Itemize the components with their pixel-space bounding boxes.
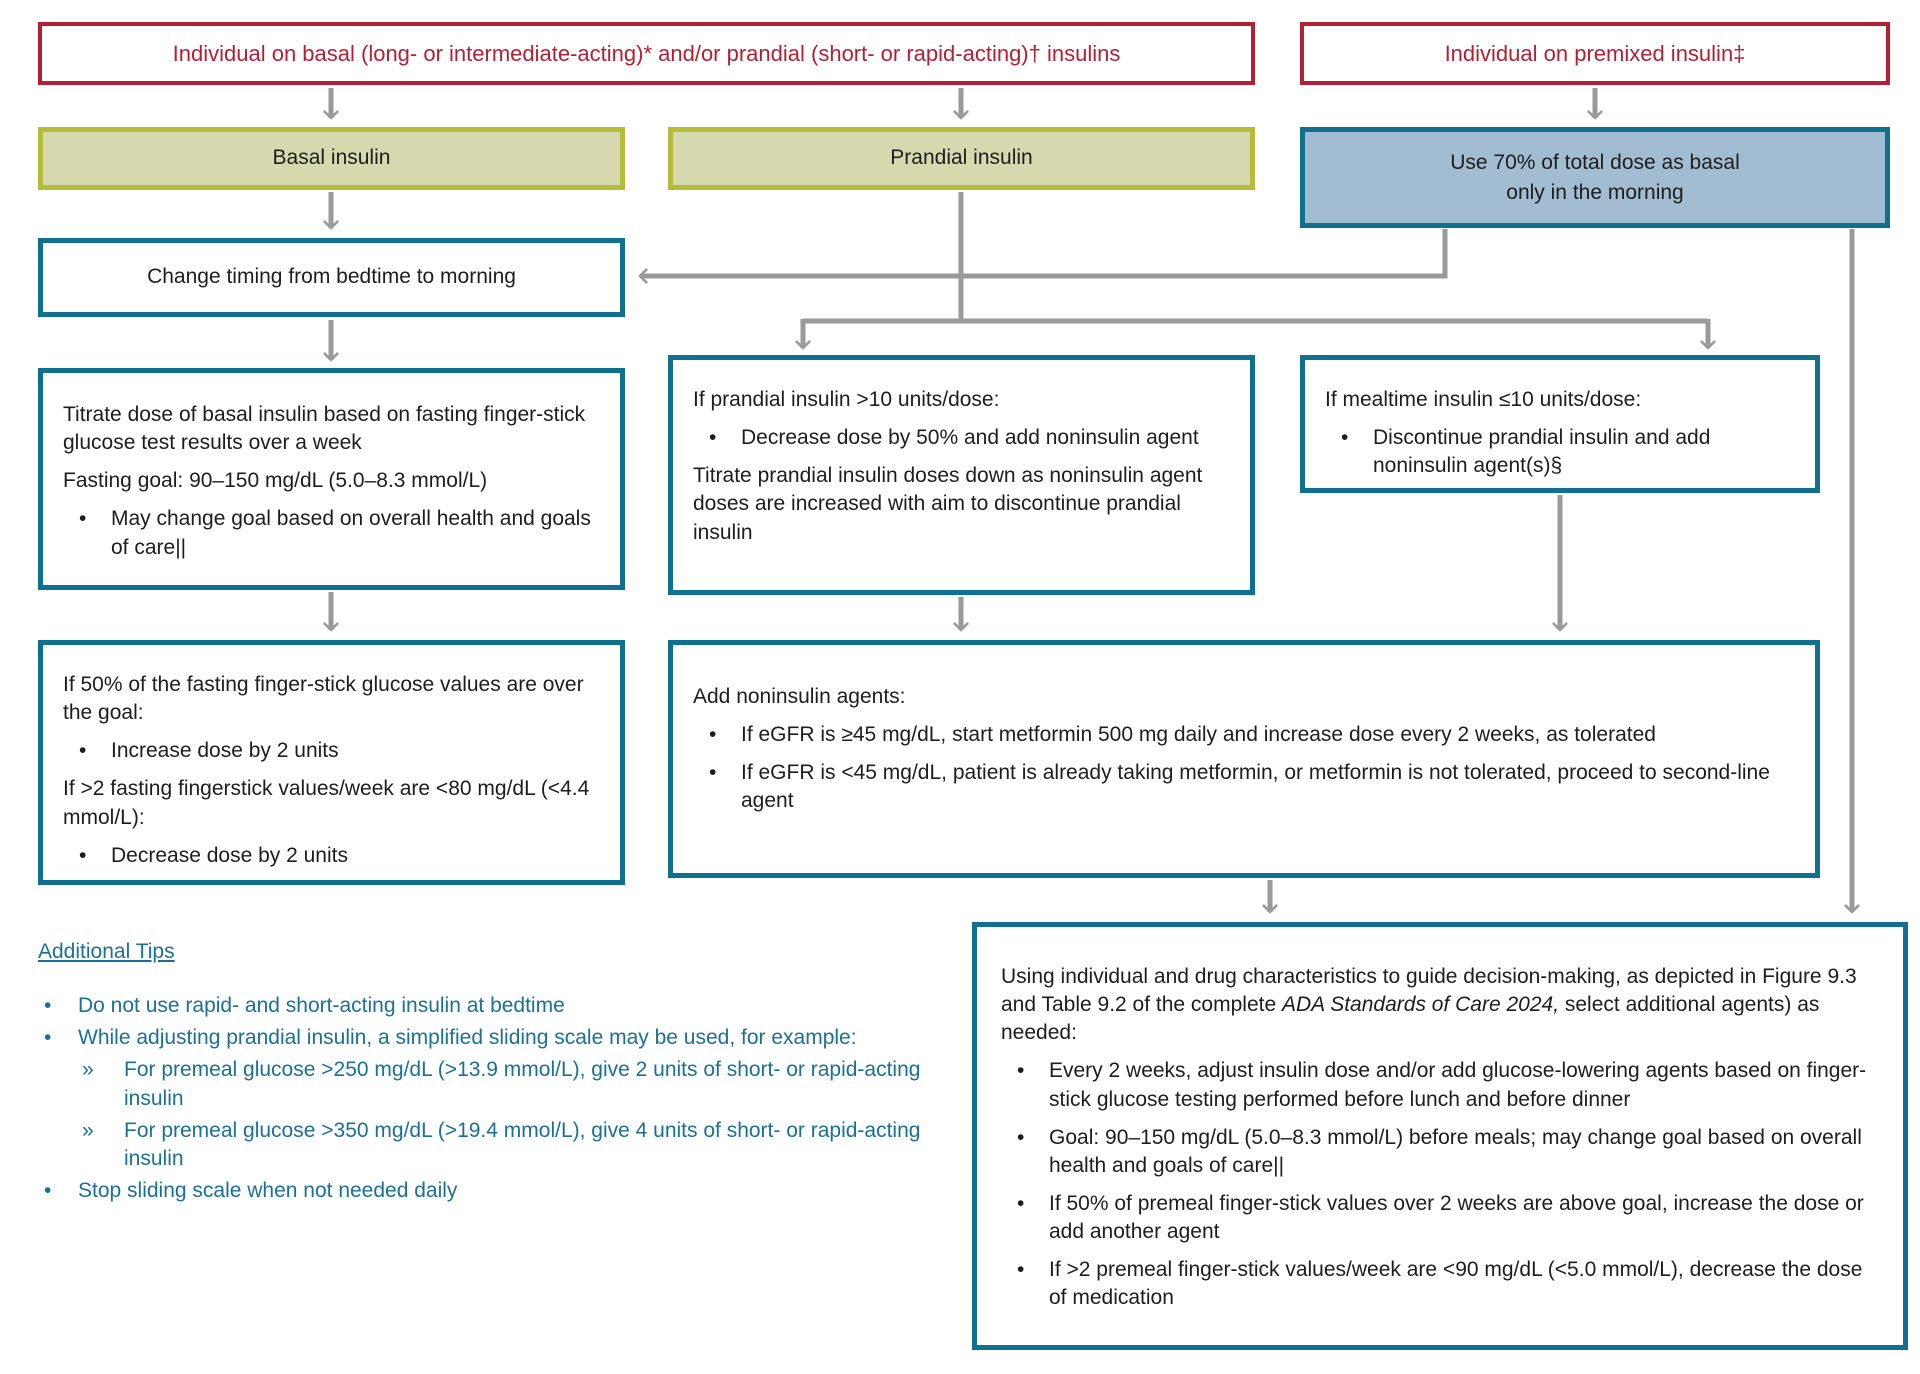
if50-bullet-2: Decrease dose by 2 units xyxy=(63,842,598,870)
additional-tips-heading: Additional Tips xyxy=(38,940,175,963)
basal-insulin-label: Basal insulin xyxy=(272,146,391,170)
mealtime10-p1: If mealtime insulin ≤10 units/dose: xyxy=(1325,388,1642,411)
prandial10-bullet-1: Decrease dose by 50% and add noninsulin … xyxy=(693,424,1228,452)
if50-p2: If >2 fasting fingerstick values/week ar… xyxy=(63,777,590,829)
noninsulin-p1: Add noninsulin agents: xyxy=(693,685,906,708)
header-basal-prandial-label: Individual on basal (long- or intermedia… xyxy=(172,40,1121,66)
use70-basal-box: Use 70% of total dose as basal only in t… xyxy=(1300,127,1890,228)
tips-bullet-2: While adjusting prandial insulin, a simp… xyxy=(38,1024,938,1052)
additional-tips-section: Additional Tips Do not use rapid- and sh… xyxy=(38,938,938,1209)
prandial10-p2: Titrate prandial insulin doses down as n… xyxy=(693,464,1203,544)
if50-bullet-1: Increase dose by 2 units xyxy=(63,737,598,765)
decision-intro-part1: Using individual and drug characteristic… xyxy=(1001,965,1857,1017)
if50-fasting-box: If 50% of the fasting finger-stick gluco… xyxy=(38,640,625,885)
prandial-gt10-box: If prandial insulin >10 units/dose: Decr… xyxy=(668,355,1255,595)
tips-bullet-3: Stop sliding scale when not needed daily xyxy=(38,1177,938,1205)
tips-sub-bullet-2: For premeal glucose >350 mg/dL (>19.4 mm… xyxy=(78,1117,938,1173)
decision-intro: Using individual and drug characteristic… xyxy=(1001,963,1873,1047)
prandial-insulin-box: Prandial insulin xyxy=(668,127,1255,190)
change-timing-label: Change timing from bedtime to morning xyxy=(147,265,516,289)
noninsulin-bullet-1: If eGFR is ≥45 mg/dL, start metformin 50… xyxy=(693,721,1793,749)
decision-intro-part2: select additional agents) as needed: xyxy=(1001,993,1820,1045)
decision-making-box: Using individual and drug characteristic… xyxy=(972,922,1908,1350)
basal-insulin-box: Basal insulin xyxy=(38,127,625,190)
header-basal-prandial-box: Individual on basal (long- or intermedia… xyxy=(38,22,1255,85)
if50-p1: If 50% of the fasting finger-stick gluco… xyxy=(63,673,584,725)
decision-bullet-1: Every 2 weeks, adjust insulin dose and/o… xyxy=(1001,1057,1873,1113)
decision-bullet-4: If >2 premeal finger-stick values/week a… xyxy=(1001,1256,1873,1312)
noninsulin-bullet-2: If eGFR is <45 mg/dL, patient is already… xyxy=(693,759,1793,815)
tips-sub-bullet-1: For premeal glucose >250 mg/dL (>13.9 mm… xyxy=(78,1056,938,1112)
change-timing-box: Change timing from bedtime to morning xyxy=(38,238,625,317)
decision-bullet-2: Goal: 90–150 mg/dL (5.0–8.3 mmol/L) befo… xyxy=(1001,1124,1873,1180)
prandial10-p1: If prandial insulin >10 units/dose: xyxy=(693,388,1000,411)
titrate-p1: Titrate dose of basal insulin based on f… xyxy=(63,403,586,455)
add-noninsulin-box: Add noninsulin agents: If eGFR is ≥45 mg… xyxy=(668,640,1820,878)
connector-use70-to-change-timing xyxy=(638,229,1448,284)
use70-line2: only in the morning xyxy=(1506,180,1684,204)
header-premixed-box: Individual on premixed insulin‡ xyxy=(1300,22,1890,85)
titrate-basal-box: Titrate dose of basal insulin based on f… xyxy=(38,368,625,590)
decision-bullet-3: If 50% of premeal finger-stick values ov… xyxy=(1001,1190,1873,1246)
tips-bullet-1: Do not use rapid- and short-acting insul… xyxy=(38,992,938,1020)
tips-sub-bullets: For premeal glucose >250 mg/dL (>13.9 mm… xyxy=(38,1056,938,1173)
decision-intro-italic: ADA Standards of Care 2024, xyxy=(1281,993,1560,1017)
titrate-bullet-1: May change goal based on overall health … xyxy=(63,505,598,561)
prandial-insulin-label: Prandial insulin xyxy=(890,146,1033,170)
mealtime-le10-box: If mealtime insulin ≤10 units/dose: Disc… xyxy=(1300,355,1820,493)
mealtime10-bullet-1: Discontinue prandial insulin and add non… xyxy=(1325,424,1793,480)
titrate-p2: Fasting goal: 90–150 mg/dL (5.0–8.3 mmol… xyxy=(63,469,488,493)
header-premixed-label: Individual on premixed insulin‡ xyxy=(1444,40,1746,66)
use70-line1: Use 70% of total dose as basal xyxy=(1450,151,1740,175)
